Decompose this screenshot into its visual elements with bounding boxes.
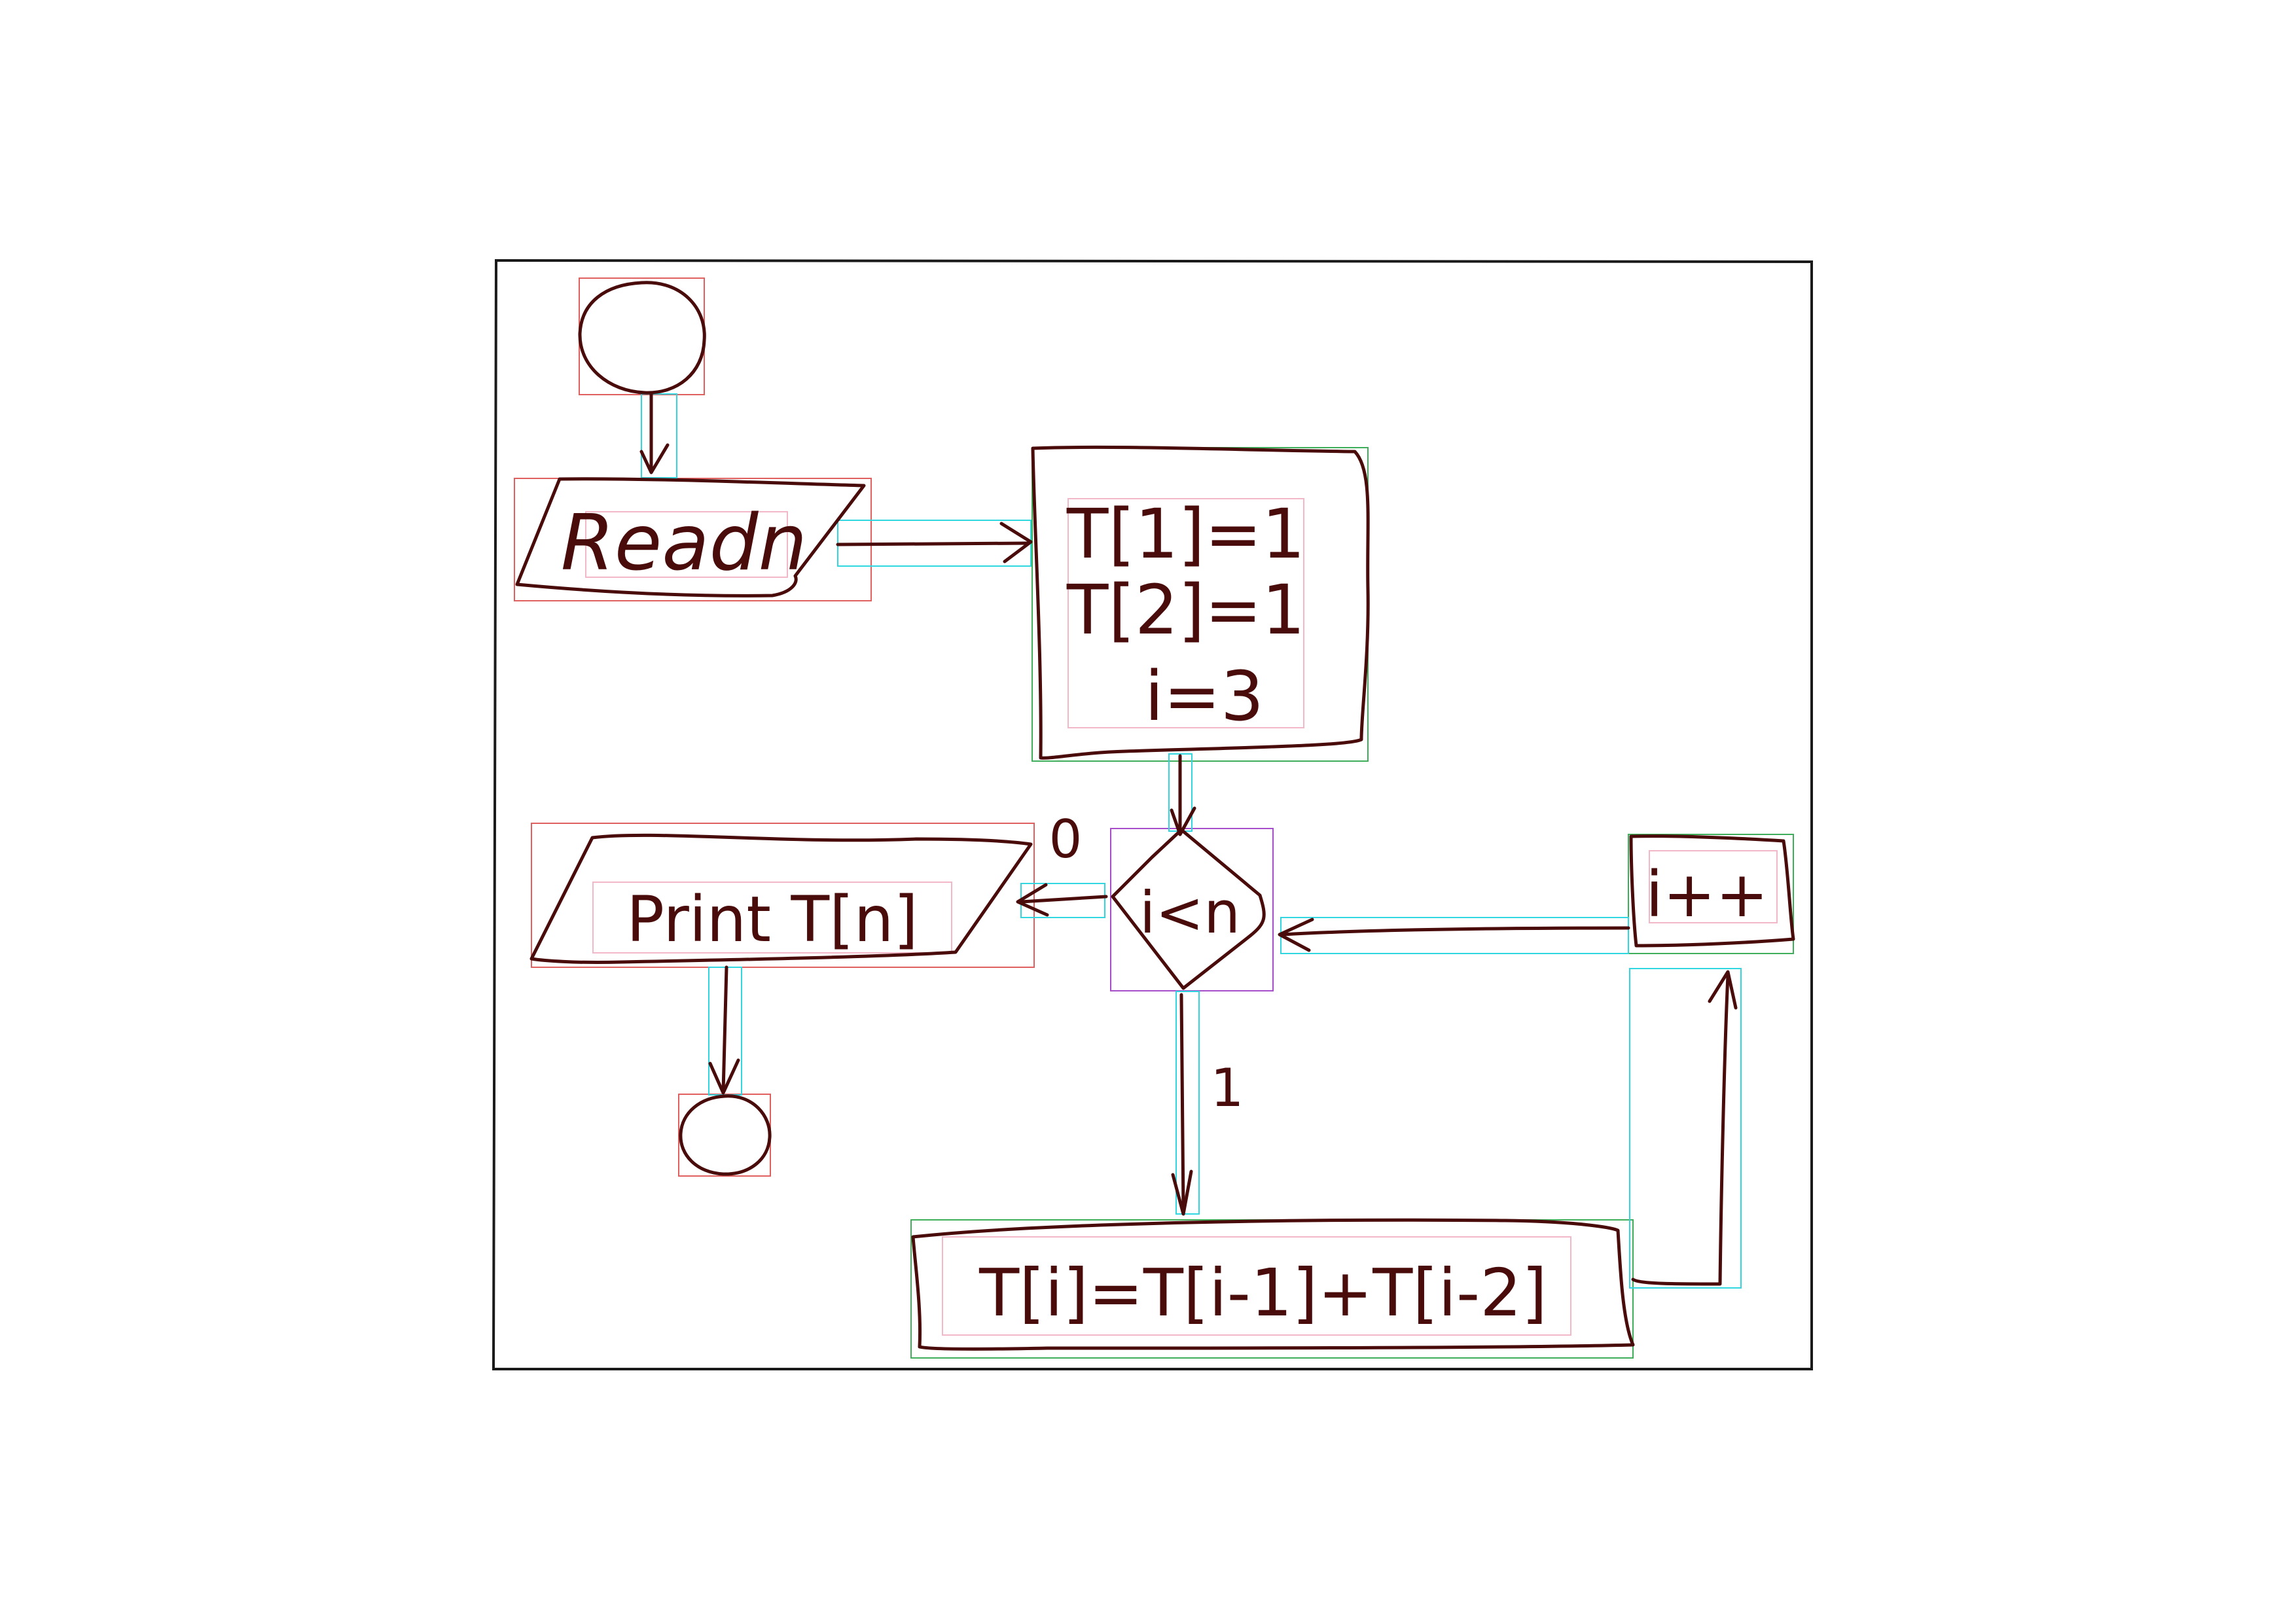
node-increment: i++ xyxy=(1629,834,1795,948)
edge-decision-to-print: 0 xyxy=(1016,809,1108,917)
print-output-parallelogram xyxy=(529,833,1033,965)
outer-frame xyxy=(492,259,1813,1370)
init-line-2: T[2]=1 xyxy=(1066,570,1305,650)
decision-diamond xyxy=(1111,828,1266,990)
node-read: Readn xyxy=(515,477,866,597)
annotation-boxes xyxy=(514,277,1794,1359)
node-decision: i<n xyxy=(1111,828,1266,990)
node-compute: T[i]=T[i-1]+T[i-2] xyxy=(911,1218,1635,1351)
read-input-parallelogram xyxy=(515,477,866,597)
node-start xyxy=(578,281,706,395)
compute-label: T[i]=T[i-1]+T[i-2] xyxy=(978,1255,1547,1331)
edge-increment-to-decision xyxy=(1278,918,1630,952)
edge-label-true: 1 xyxy=(1211,1058,1244,1118)
end-terminal-circle xyxy=(679,1094,772,1176)
edge-label-false: 0 xyxy=(1049,809,1083,870)
increment-process-box xyxy=(1629,834,1795,948)
decision-label: i<n xyxy=(1139,879,1240,946)
init-line-1: T[1]=1 xyxy=(1066,494,1305,574)
edge-start-to-read xyxy=(639,391,670,474)
node-end xyxy=(679,1094,772,1176)
edge-init-to-decision xyxy=(1170,754,1196,836)
edge-compute-to-increment xyxy=(1631,970,1738,1286)
init-line-3: i=3 xyxy=(1145,656,1264,736)
edge-read-to-init xyxy=(836,522,1033,563)
print-label: Print T[n] xyxy=(626,883,918,956)
init-process-box xyxy=(1031,445,1370,760)
node-init: T[1]=1 T[2]=1 i=3 xyxy=(1031,445,1370,760)
read-label: Readn xyxy=(561,497,808,588)
increment-label: i++ xyxy=(1645,858,1768,931)
start-terminal-circle xyxy=(578,281,706,395)
edge-print-to-end xyxy=(708,965,740,1095)
edge-decision-to-compute: 1 xyxy=(1171,993,1244,1216)
compute-process-box xyxy=(911,1218,1635,1351)
node-print: Print T[n] xyxy=(529,833,1033,965)
